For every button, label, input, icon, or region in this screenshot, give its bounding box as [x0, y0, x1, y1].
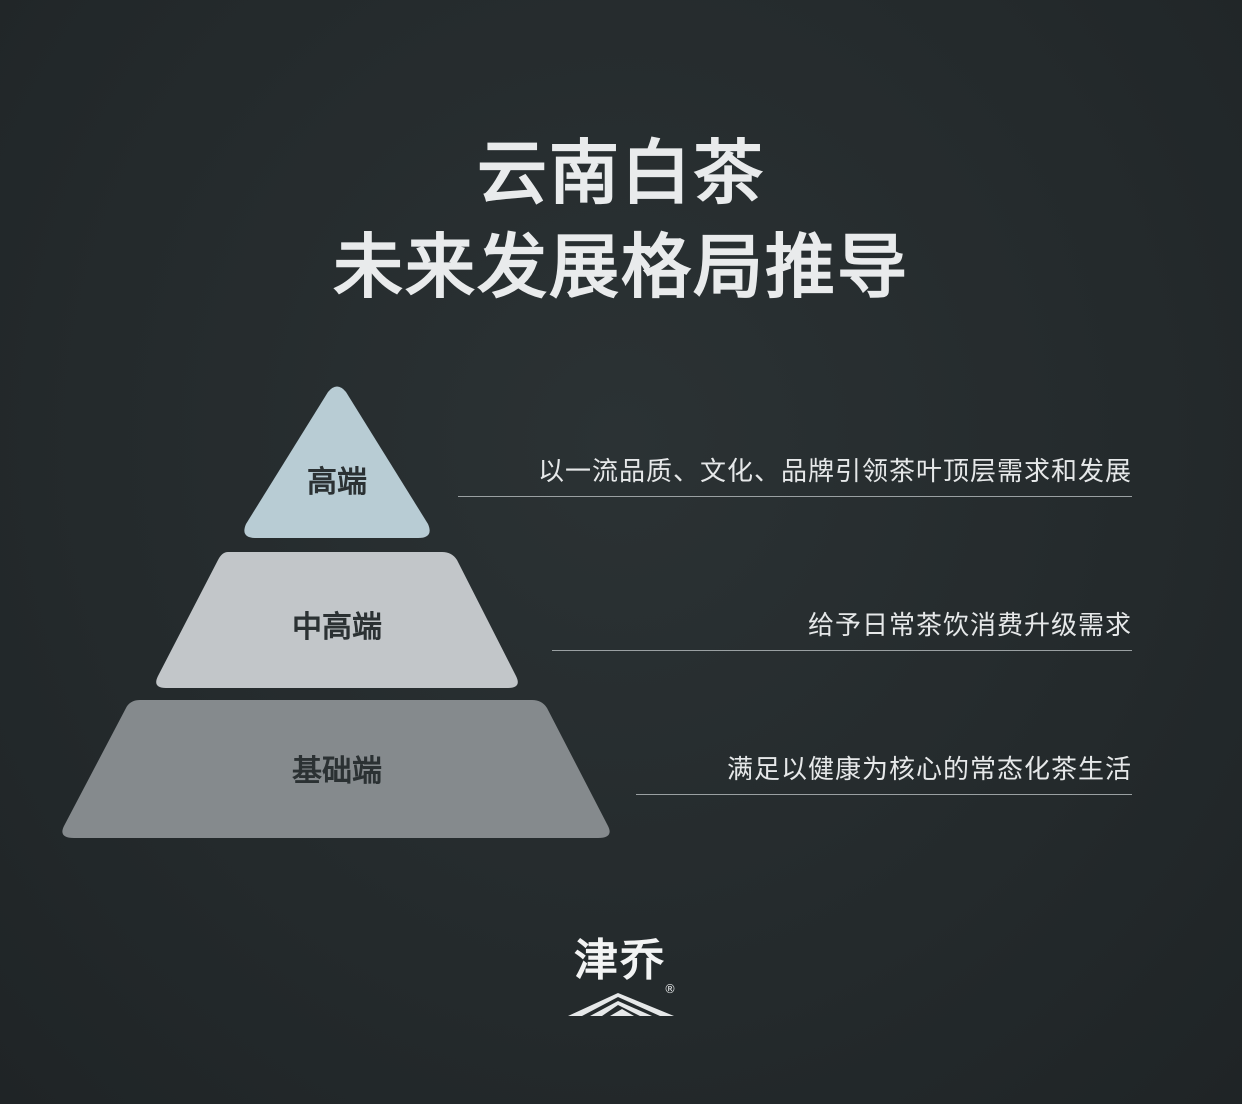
- tier-bottom-label: 基础端: [292, 754, 382, 789]
- tier-top-divider: [458, 496, 1132, 497]
- registered-mark: ®: [664, 982, 676, 996]
- tier-top-shape: [244, 386, 430, 538]
- tier-middle-description: 给予日常茶饮消费升级需求: [807, 611, 1132, 641]
- mountain-logo-icon: ®: [568, 982, 676, 1016]
- brand-logo-text: 津乔: [574, 935, 666, 986]
- tier-middle-label: 中高端: [292, 610, 382, 645]
- tier-middle-divider: [552, 650, 1132, 651]
- tier-bottom-description: 满足以健康为核心的常态化茶生活: [726, 755, 1132, 785]
- tier-bottom-shape: [62, 700, 610, 838]
- tier-bottom-divider: [636, 794, 1132, 795]
- tier-top-description: 以一流品质、文化、品牌引领茶叶顶层需求和发展: [537, 457, 1132, 487]
- title-line-2: 未来发展格局推导: [333, 225, 909, 308]
- brand-logo: 津乔 ®: [560, 935, 685, 1025]
- tier-middle-shape: [156, 552, 518, 688]
- title-line-1: 云南白茶: [477, 131, 765, 214]
- tier-top-label: 高端: [307, 465, 367, 500]
